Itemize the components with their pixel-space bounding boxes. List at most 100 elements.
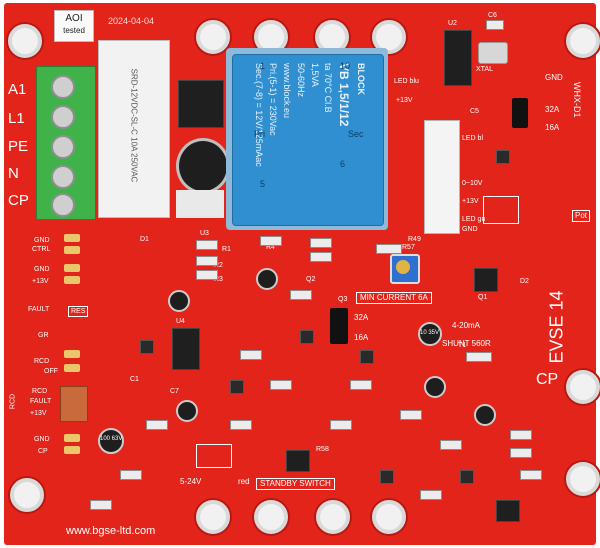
shunt-label: 4-20mA xyxy=(452,321,481,330)
transformer-pin: Pri xyxy=(254,129,265,139)
jumper-header xyxy=(512,98,528,128)
left-label: CP xyxy=(38,448,48,455)
mounting-hole xyxy=(254,500,288,534)
standby-switch-label: STANDBY SWITCH xyxy=(256,478,335,490)
terminal-block xyxy=(36,66,96,220)
ref-designator: U3 xyxy=(200,230,209,237)
mounting-hole xyxy=(372,500,406,534)
ref-designator: D2 xyxy=(520,278,529,285)
small-capacitor xyxy=(424,376,446,398)
trimmer-knob[interactable] xyxy=(396,260,410,274)
solder-pad xyxy=(64,434,80,442)
smd-resistor xyxy=(466,352,492,362)
smd-resistor xyxy=(310,238,332,248)
left-label: +13V xyxy=(30,410,47,417)
ref-designator: D1 xyxy=(140,236,149,243)
rcd-connector xyxy=(60,386,88,422)
jumper-16a-label: 16A xyxy=(545,123,560,132)
rcd-side-label: RCD xyxy=(9,393,17,410)
smd-resistor xyxy=(196,270,218,280)
left-label: GND xyxy=(34,436,50,443)
ref-designator: R49 xyxy=(408,236,421,243)
solder-pad xyxy=(64,264,80,272)
connector-label: 0~10V xyxy=(462,180,483,187)
smd-resistor xyxy=(230,420,252,430)
standby-chip xyxy=(286,450,310,472)
solder-pad xyxy=(64,350,80,358)
smd-resistor xyxy=(520,470,542,480)
transformer-pin: Sec xyxy=(348,129,364,139)
ref-designator: Q3 xyxy=(338,296,348,303)
ref-designator: Q2 xyxy=(306,276,316,283)
pot-footprint xyxy=(483,196,519,224)
website-label: www.bgse-ltd.com xyxy=(66,525,156,537)
aoi-label-line1: AOI xyxy=(65,13,83,24)
smd-resistor xyxy=(420,490,442,500)
min-current-label: MIN CURRENT 6A xyxy=(356,292,432,304)
electrolytic-capacitor xyxy=(176,138,230,194)
ref-designator: U2 xyxy=(448,20,457,27)
mounting-hole xyxy=(196,20,230,54)
solder-pad xyxy=(64,246,80,254)
small-capacitor xyxy=(98,428,124,454)
screw-terminal xyxy=(51,105,75,129)
smd-resistor xyxy=(376,244,402,254)
smd-resistor xyxy=(350,380,372,390)
ref-designator: R3 xyxy=(214,276,223,283)
bottom-label: 5-24V xyxy=(180,477,202,486)
ref-designator: R2 xyxy=(214,262,223,269)
op-amp-chip xyxy=(172,328,200,370)
smd-transistor xyxy=(300,330,314,344)
small-capacitor xyxy=(168,290,190,312)
cp-label: CP xyxy=(536,371,559,388)
terminal-label: CP xyxy=(8,192,29,209)
xtal-label: XTAL xyxy=(476,66,493,73)
board-name: EVSE 14 xyxy=(546,290,567,364)
jumper-label: 16A xyxy=(354,333,369,342)
mounting-hole xyxy=(316,500,350,534)
left-label: GR xyxy=(38,332,49,339)
terminal-label: A1 xyxy=(8,81,27,98)
smd-resistor xyxy=(330,420,352,430)
screw-terminal xyxy=(51,165,75,189)
bridge-rectifier xyxy=(178,80,224,128)
small-capacitor xyxy=(256,268,278,290)
jumper-label: 32A xyxy=(354,313,369,322)
left-label: CTRL xyxy=(32,246,51,253)
mounting-hole xyxy=(196,500,230,534)
capacitor-base xyxy=(176,190,224,218)
smd-resistor xyxy=(310,252,332,262)
ref-designator: Q1 xyxy=(478,294,488,301)
smd-transistor xyxy=(140,340,154,354)
relay: SRD-12VDC-SL-C 10A 250VAC xyxy=(98,40,170,218)
current-jumper[interactable] xyxy=(330,308,348,344)
gnd-label: GND xyxy=(545,73,563,82)
connector-label: GND xyxy=(462,226,478,233)
screw-terminal xyxy=(51,193,75,217)
ref-designator: U4 xyxy=(176,318,185,325)
solder-pad xyxy=(64,446,80,454)
mounting-hole xyxy=(566,24,600,58)
transformer: BLOCK VB 1,5/1/12 ta 70°C Cl.B 1,5VA 50-… xyxy=(232,54,384,226)
bottom-chip xyxy=(496,500,520,522)
left-label: GND xyxy=(34,237,50,244)
jumper-32a-label: 32A xyxy=(545,105,560,114)
connector-label: LED gn xyxy=(462,216,486,223)
transformer-va: 1,5VA xyxy=(309,63,320,87)
ref-designator: C5 xyxy=(470,108,479,115)
mounting-hole xyxy=(8,24,42,58)
bottom-label: red xyxy=(238,477,250,486)
smd-resistor xyxy=(260,236,282,246)
left-label: FAULT xyxy=(30,398,52,405)
transformer-brand: BLOCK xyxy=(356,63,366,95)
smd-transistor xyxy=(496,150,510,164)
shunt-label: SHUNT 560R xyxy=(442,339,491,348)
crystal-oscillator xyxy=(478,42,508,64)
transformer-website: www.block.eu xyxy=(281,63,292,119)
smd-transistor xyxy=(380,470,394,484)
transformer-pin: 10 xyxy=(340,61,351,71)
right-header-connector xyxy=(424,120,460,234)
transformer-pin: 6 xyxy=(340,159,346,169)
smd-resistor xyxy=(90,500,112,510)
